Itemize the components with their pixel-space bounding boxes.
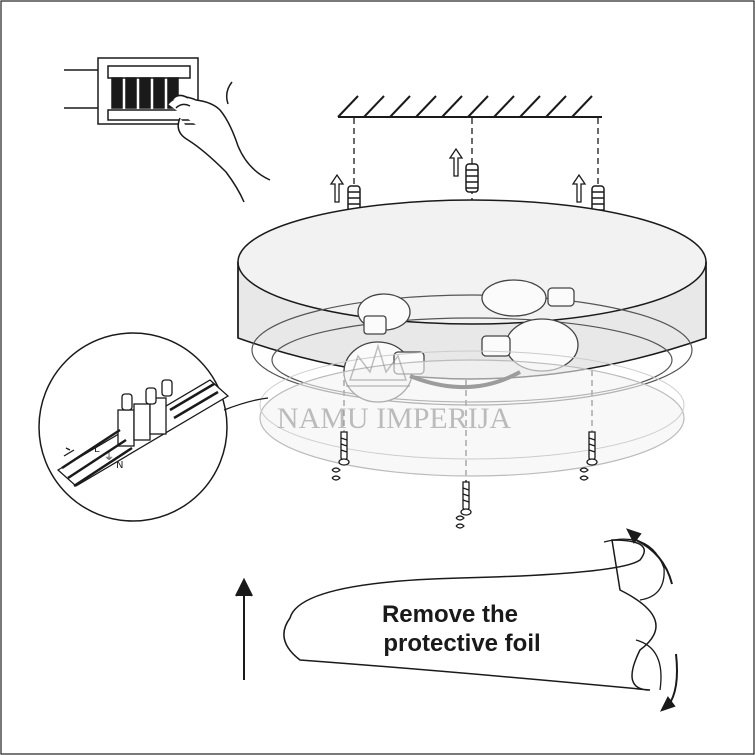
bulb-icon — [481, 318, 579, 372]
lamp-shade — [237, 199, 707, 380]
wall-plug-icon — [465, 163, 479, 193]
protective-foil — [283, 538, 665, 691]
rotate-arrow-icon — [626, 528, 678, 712]
wall-plug-icon — [591, 185, 605, 215]
wall-plug-icon — [347, 185, 361, 215]
ceiling-hatch-icon — [337, 95, 602, 118]
bulb-icon — [357, 293, 411, 335]
instruction-line-1: Remove the — [382, 601, 518, 628]
hand-icon — [167, 81, 271, 203]
bulb-icon — [481, 279, 575, 317]
terminal-label-earth: ⏚ — [104, 451, 114, 463]
lamp-diffuser — [259, 350, 685, 477]
breaker-panel-icon — [64, 57, 199, 125]
washer-icon — [331, 467, 589, 529]
terminal-block-icon — [56, 379, 230, 488]
instruction-line-2: protective foil — [383, 630, 540, 657]
screw-icon — [586, 431, 598, 466]
up-arrow-icon — [329, 147, 587, 203]
screw-icon — [460, 481, 472, 516]
terminal-label-neutral: N — [116, 460, 123, 471]
up-arrow-icon — [235, 577, 253, 680]
crown-logo-icon — [346, 343, 410, 387]
terminal-label-live: L — [94, 444, 100, 455]
watermark-text: NAMU IMPERIJA — [277, 402, 512, 435]
screw-icon — [338, 431, 350, 466]
